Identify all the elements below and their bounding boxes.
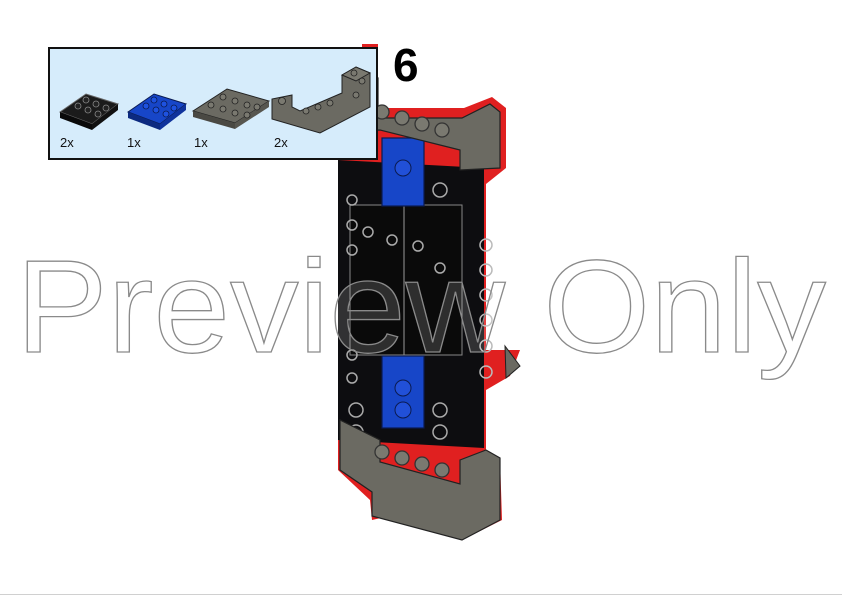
part-qty: 1x [194, 135, 208, 150]
part-gray-plate [191, 88, 271, 129]
part-qty: 2x [60, 135, 74, 150]
watermark-text: Preview Only [16, 233, 826, 380]
part-qty: 1x [127, 135, 141, 150]
parts-illustrations [58, 66, 372, 134]
part-blue-plate [126, 93, 188, 130]
part-black-plate [58, 93, 120, 130]
side-holes [479, 238, 493, 379]
parts-list-panel: 2x 1x 1x 2x [48, 47, 378, 160]
page-divider [0, 594, 842, 595]
part-gray-bracket [271, 66, 372, 134]
part-qty: 2x [274, 135, 288, 150]
step-number: 6 [393, 39, 419, 91]
